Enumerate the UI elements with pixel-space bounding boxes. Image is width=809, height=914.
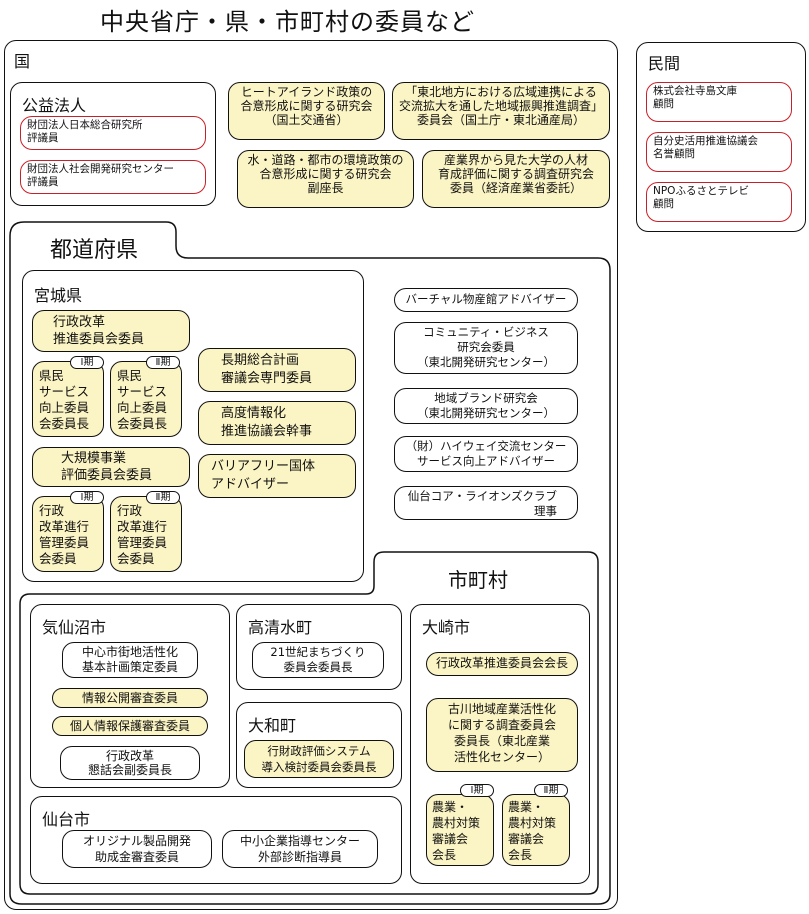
osaki-item: 行政改革推進委員会会長: [426, 652, 578, 676]
koeki-item: 財団法人社会開発研究センター 評議員: [20, 160, 206, 194]
period-tag: Ⅰ期: [460, 784, 494, 797]
kuni-item: 水・道路・都市の環境政策の 合意形成に関する研究会 副座長: [237, 150, 414, 208]
takashimizu-item: 21世紀まちづくり 委員会委員長: [252, 642, 384, 678]
koeki-label: 公益法人: [22, 96, 87, 115]
kenpo-other-item: コミュニティ・ビジネス 研究会委員 （東北開発研究センター）: [394, 322, 578, 374]
kesennuma-item: 情報公開審査委員: [52, 688, 208, 708]
noson-1: 農業・ 農村対策 審議会 会長: [426, 794, 494, 866]
sendai-item: 中小企業指導センター 外部診断指導員: [222, 830, 378, 868]
taiwa-item: 行財政評価システム 導入検討委員会委員長: [244, 740, 394, 778]
minkan-item: 株式会社寺島文庫 顧問: [646, 82, 792, 122]
period-tag: Ⅱ期: [146, 491, 180, 504]
period-tag: Ⅰ期: [70, 356, 104, 369]
kesennuma-label: 気仙沼市: [42, 618, 107, 637]
kenpo-other-item: バーチャル物産館アドバイザー: [394, 288, 578, 312]
shichoson-label: 市町村: [448, 568, 508, 592]
kesennuma-item: 個人情報保護審査委員: [52, 716, 208, 736]
kuni-item: 産業界から見た大学の人材 育成評価に関する調査研究会 委員（経済産業省委託）: [422, 150, 610, 208]
kuni-item: ヒートアイランド政策の 合意形成に関する研究会 （国土交通省）: [228, 82, 385, 140]
daikibo-item: 大規模事業 評価委員会委員: [32, 447, 190, 487]
kanri-1: 行政 改革進行 管理委員 会委員: [32, 496, 104, 572]
taiwa-label: 大和町: [248, 716, 297, 735]
period-tag: Ⅰ期: [70, 491, 104, 504]
page-title: 中央省庁・県・市町村の委員など: [100, 8, 475, 36]
kuni-label: 国: [14, 52, 31, 71]
osaki-label: 大崎市: [422, 618, 471, 637]
kodo-item: 高度情報化 推進協議会幹事: [198, 401, 356, 445]
koeki-item: 財団法人日本総合研究所 評議員: [20, 116, 206, 150]
osaki-item: 古川地域産業活性化 に関する調査委員会 委員長（東北産業 活性化センター）: [426, 698, 578, 772]
minkan-item: 自分史活用推進協議会 名誉顧問: [646, 132, 792, 172]
sendai-label: 仙台市: [42, 810, 91, 829]
minkan-label: 民間: [648, 54, 681, 73]
miyagi-label: 宮城県: [34, 286, 83, 305]
choki-item: 長期総合計画 審議会専門委員: [198, 348, 356, 392]
kenpo-other-item: 仙台コア・ライオンズクラブ 理事: [394, 486, 578, 520]
kenpo-other-item: （財）ハイウェイ交流センター サービス向上アドバイザー: [394, 436, 578, 472]
period-tag: Ⅱ期: [534, 784, 568, 797]
gyosei-kaikaku-item: 行政改革 推進委員会委員: [32, 310, 190, 352]
kesennuma-item: 行政改革 懇話会副委員長: [60, 746, 200, 780]
kuni-item: 「東北地方における広域連携による 交流拡大を通した地域振興推進調査」 委員会（国…: [392, 82, 610, 140]
kenmin-service-1: 県民 サービス 向上委員 会委員長: [32, 361, 104, 437]
period-tag: Ⅱ期: [146, 356, 180, 369]
barrier-free-item: バリアフリー国体 アドバイザー: [198, 454, 356, 498]
kanri-2: 行政 改革進行 管理委員 会委員: [110, 496, 182, 572]
minkan-item: NPOふるさとテレビ 顧問: [646, 182, 792, 222]
kenmin-service-2: 県民 サービス 向上委員 会委員長: [110, 361, 182, 437]
sendai-item: オリジナル製品開発 助成金審査委員: [62, 830, 212, 868]
noson-2: 農業・ 農村対策 審議会 会長: [502, 794, 570, 866]
kesennuma-item: 中心市街地活性化 基本計画策定委員: [62, 642, 198, 678]
takashimizu-label: 高清水町: [248, 618, 313, 637]
kenpo-other-item: 地域ブランド研究会 （東北開発研究センター）: [394, 388, 578, 424]
todofuken-label: 都道府県: [50, 238, 139, 263]
